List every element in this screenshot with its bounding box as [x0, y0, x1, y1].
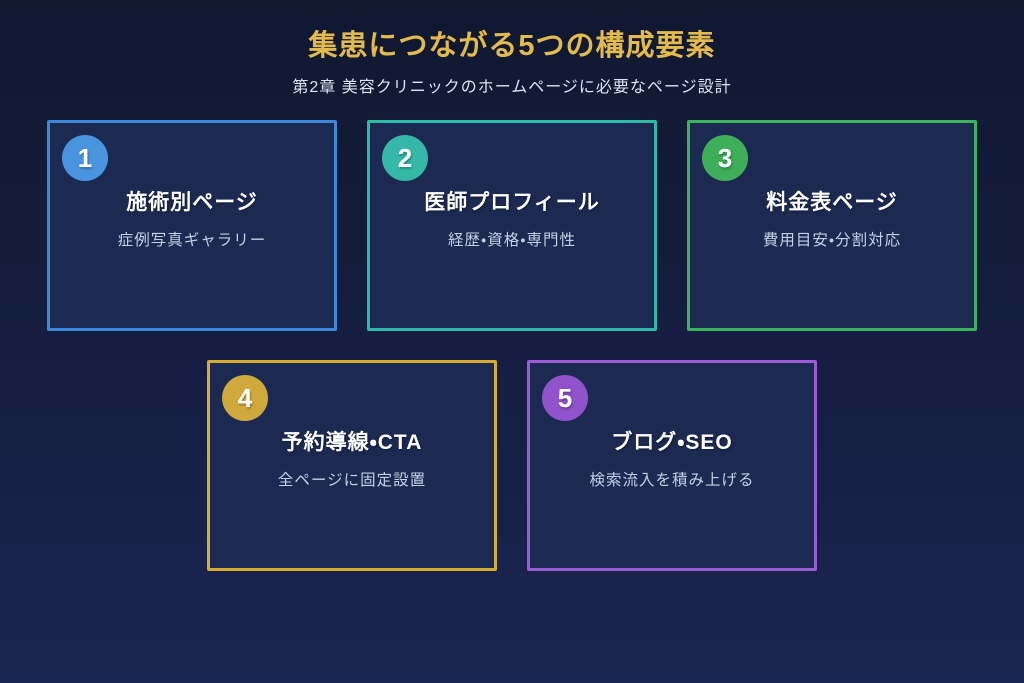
card-title: 医師プロフィール [424, 191, 600, 214]
card-subtitle: 費用目安・分割対応 [762, 232, 902, 249]
cards-row-top: 1 施術別ページ 症例写真ギャラリー 2 医師プロフィール 経歴・資格・専門性 … [0, 120, 1024, 331]
card-number: 4 [237, 382, 253, 413]
card-content: ブログ・SEO 検索流入を積み上げる [530, 429, 814, 492]
card-title: 予約導線・CTA [281, 431, 423, 454]
card-booking-cta: 4 予約導線・CTA 全ページに固定設置 [207, 360, 497, 571]
card-title: 施術別ページ [126, 191, 258, 214]
card-title: 料金表ページ [766, 191, 898, 214]
card-content: 医師プロフィール 経歴・資格・専門性 [370, 189, 654, 252]
card-number-badge: 4 [222, 375, 268, 421]
card-doctor-profile: 2 医師プロフィール 経歴・資格・専門性 [367, 120, 657, 331]
card-price-list: 3 料金表ページ 費用目安・分割対応 [687, 120, 977, 331]
card-procedure-pages: 1 施術別ページ 症例写真ギャラリー [47, 120, 337, 331]
card-number-badge: 2 [382, 135, 428, 181]
card-subtitle: 経歴・資格・専門性 [447, 232, 577, 249]
card-title: ブログ・SEO [611, 431, 733, 454]
page-subtitle: 第2章 美容クリニックのホームページに必要なページ設計 [292, 79, 732, 96]
slide-header: 集患につながる5つの構成要素 第2章 美容クリニックのホームページに必要なページ… [0, 0, 1024, 99]
card-number-badge: 3 [702, 135, 748, 181]
card-subtitle: 検索流入を積み上げる [589, 472, 755, 489]
card-content: 料金表ページ 費用目安・分割対応 [690, 189, 974, 252]
card-number-badge: 1 [62, 135, 108, 181]
card-content: 施術別ページ 症例写真ギャラリー [50, 189, 334, 252]
card-content: 予約導線・CTA 全ページに固定設置 [210, 429, 494, 492]
card-subtitle: 全ページに固定設置 [277, 472, 427, 489]
card-number-badge: 5 [542, 375, 588, 421]
card-blog-seo: 5 ブログ・SEO 検索流入を積み上げる [527, 360, 817, 571]
card-number: 1 [77, 142, 93, 173]
page-title: 集患につながる5つの構成要素 [308, 30, 716, 62]
card-subtitle: 症例写真ギャラリー [117, 232, 267, 249]
card-number: 5 [557, 382, 573, 413]
card-number: 2 [397, 142, 413, 173]
card-number: 3 [717, 142, 733, 173]
cards-row-bottom: 4 予約導線・CTA 全ページに固定設置 5 ブログ・SEO 検索流入を積み上げ… [0, 360, 1024, 571]
